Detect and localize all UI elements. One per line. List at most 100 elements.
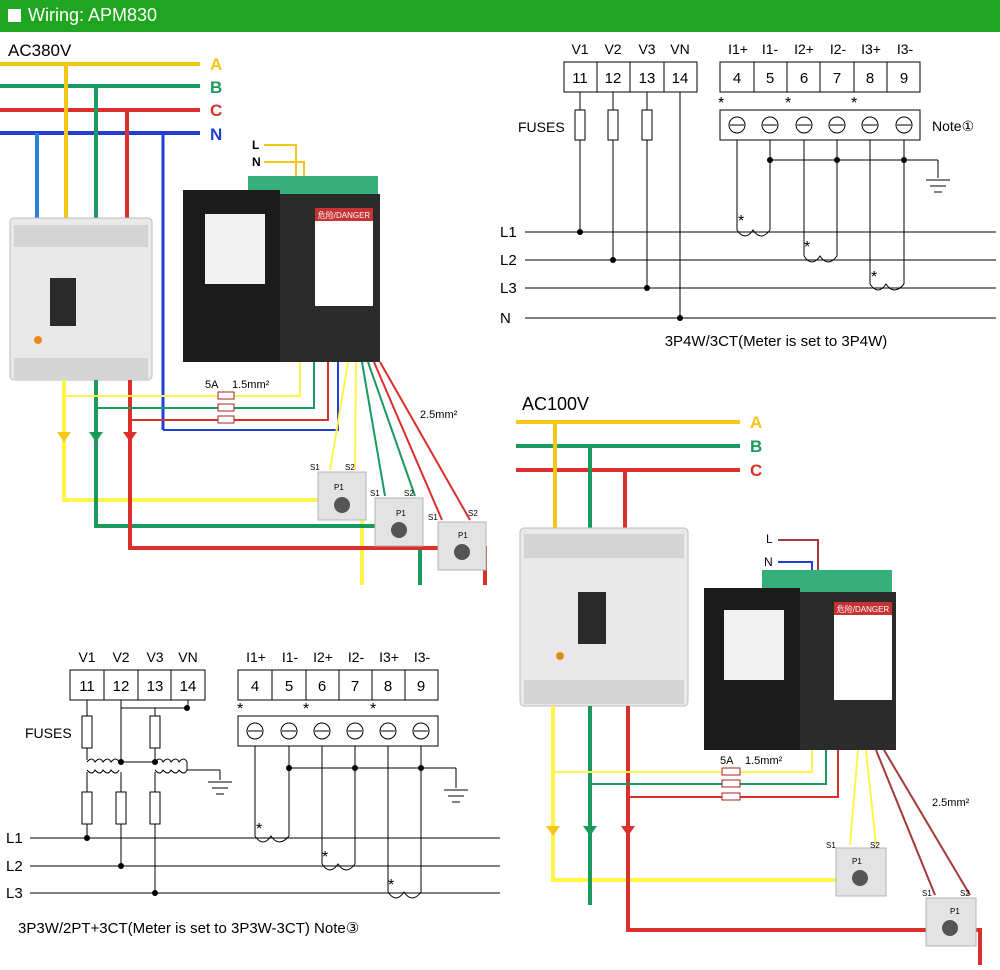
meter-input-n: N: [252, 155, 261, 169]
term-14: 14: [180, 678, 197, 695]
term-11: 11: [572, 70, 588, 87]
schematic-3p4w: V1 V2 V3 VN I1+ I1- I2+ I2- I3+ I3- 11 1…: [500, 41, 996, 350]
hdr-i2p: I2+: [794, 41, 814, 57]
circuit-breaker: [9, 217, 153, 381]
phase-label-b: B: [210, 78, 222, 97]
ct-2: S1 S2 P1: [370, 489, 424, 547]
ct-3: S1 S2 P1: [428, 509, 487, 571]
term-8: 8: [866, 70, 874, 87]
term-11: 11: [79, 678, 95, 695]
phase-label-b: B: [750, 437, 762, 456]
phase-label-a: A: [210, 55, 222, 74]
term-7: 7: [833, 70, 841, 87]
phase-label-c: C: [210, 101, 222, 120]
svg-text:*: *: [738, 213, 744, 230]
svg-text:*: *: [370, 701, 376, 718]
svg-text:*: *: [237, 701, 243, 718]
hdr-i2m: I2-: [348, 649, 365, 665]
hdr-i3m: I3-: [414, 649, 431, 665]
fuse-rating-label: 5A: [205, 379, 219, 391]
term-4: 4: [251, 678, 259, 695]
ct-s1: S1: [370, 489, 380, 498]
line-l2: L2: [6, 858, 23, 875]
fuses-label: FUSES: [518, 119, 565, 135]
line-l1: L1: [6, 830, 23, 847]
danger-label: 危险/DANGER: [837, 604, 890, 614]
ct-wire-label: 2.5mm²: [420, 409, 458, 421]
fuse-wire-label: 1.5mm²: [745, 755, 783, 767]
phase-label-n: N: [210, 125, 222, 144]
term-5: 5: [766, 70, 774, 87]
term-13: 13: [147, 678, 164, 695]
phase-label-a: A: [750, 413, 762, 432]
hdr-vn: VN: [178, 649, 197, 665]
ct-p1: P1: [396, 509, 406, 518]
hdr-v1: V1: [571, 41, 588, 57]
ac100v-wiring: AC100V A B C 5A 1.5mm² L N: [516, 394, 982, 965]
hdr-i3p: I3+: [379, 649, 399, 665]
hdr-v2: V2: [604, 41, 621, 57]
line-n: N: [500, 310, 511, 327]
term-9: 9: [417, 678, 425, 695]
svg-text:*: *: [785, 95, 791, 112]
meter-input-l: L: [766, 532, 773, 546]
ct-2: S1 S2 P1: [922, 889, 977, 947]
ct-1: S1 S2 P1: [826, 841, 887, 897]
fuse-rating-label: 5A: [720, 755, 734, 767]
line-l3: L3: [500, 280, 517, 297]
note-1: Note①: [932, 118, 974, 134]
caption-3p4w: 3P4W/3CT(Meter is set to 3P4W): [665, 333, 888, 350]
svg-text:*: *: [256, 821, 262, 838]
apm830-meter: 危险/DANGER: [704, 570, 896, 750]
hdr-v1: V1: [78, 649, 95, 665]
hdr-v2: V2: [112, 649, 129, 665]
ct-p1: P1: [458, 531, 468, 540]
ac380v-wiring: AC380V A B C N: [0, 41, 487, 585]
apm830-meter: 危险/DANGER: [183, 176, 380, 362]
danger-label: 危险/DANGER: [318, 210, 371, 220]
hdr-i2m: I2-: [830, 41, 847, 57]
fuses-label: FUSES: [25, 725, 72, 741]
meter-input-l: L: [252, 138, 259, 152]
ct-1: S1 S2 P1: [310, 463, 367, 521]
term-5: 5: [285, 678, 293, 695]
line-l3: L3: [6, 885, 23, 902]
line-l1: L1: [500, 224, 517, 241]
ct-s2: S2: [870, 841, 880, 850]
term-9: 9: [900, 70, 908, 87]
meter-input-n: N: [764, 555, 773, 569]
schematic-3p3w: V1 V2 V3 VN I1+ I1- I2+ I2- I3+ I3- 11 1…: [6, 649, 500, 937]
ct-s2: S2: [404, 489, 414, 498]
header-square-icon: [8, 9, 21, 22]
svg-text:*: *: [871, 269, 877, 286]
hdr-i1m: I1-: [282, 649, 299, 665]
svg-text:*: *: [804, 239, 810, 256]
circuit-breaker: [519, 527, 689, 707]
hdr-i3m: I3-: [897, 41, 914, 57]
ct-p1: P1: [334, 483, 344, 492]
term-12: 12: [113, 678, 130, 695]
hdr-i1p: I1+: [246, 649, 266, 665]
term-14: 14: [672, 70, 689, 87]
ct-s2: S2: [960, 889, 970, 898]
svg-text:*: *: [718, 95, 724, 112]
ct-s1: S1: [922, 889, 932, 898]
term-12: 12: [605, 70, 622, 87]
hdr-i1m: I1-: [762, 41, 779, 57]
term-7: 7: [351, 678, 359, 695]
fuse-wire-label: 1.5mm²: [232, 379, 270, 391]
hdr-i2p: I2+: [313, 649, 333, 665]
ct-p1: P1: [950, 907, 960, 916]
svg-text:*: *: [303, 701, 309, 718]
hdr-v3: V3: [638, 41, 655, 57]
svg-text:*: *: [322, 849, 328, 866]
header-title: Wiring: APM830: [28, 5, 158, 25]
ct-s1: S1: [428, 513, 438, 522]
hdr-v3: V3: [146, 649, 163, 665]
caption-3p3w: 3P3W/2PT+3CT(Meter is set to 3P3W-3CT) N…: [18, 920, 359, 937]
phase-label-c: C: [750, 461, 762, 480]
ct-s1: S1: [826, 841, 836, 850]
svg-text:*: *: [851, 95, 857, 112]
ac100v-supply-label: AC100V: [522, 394, 589, 414]
